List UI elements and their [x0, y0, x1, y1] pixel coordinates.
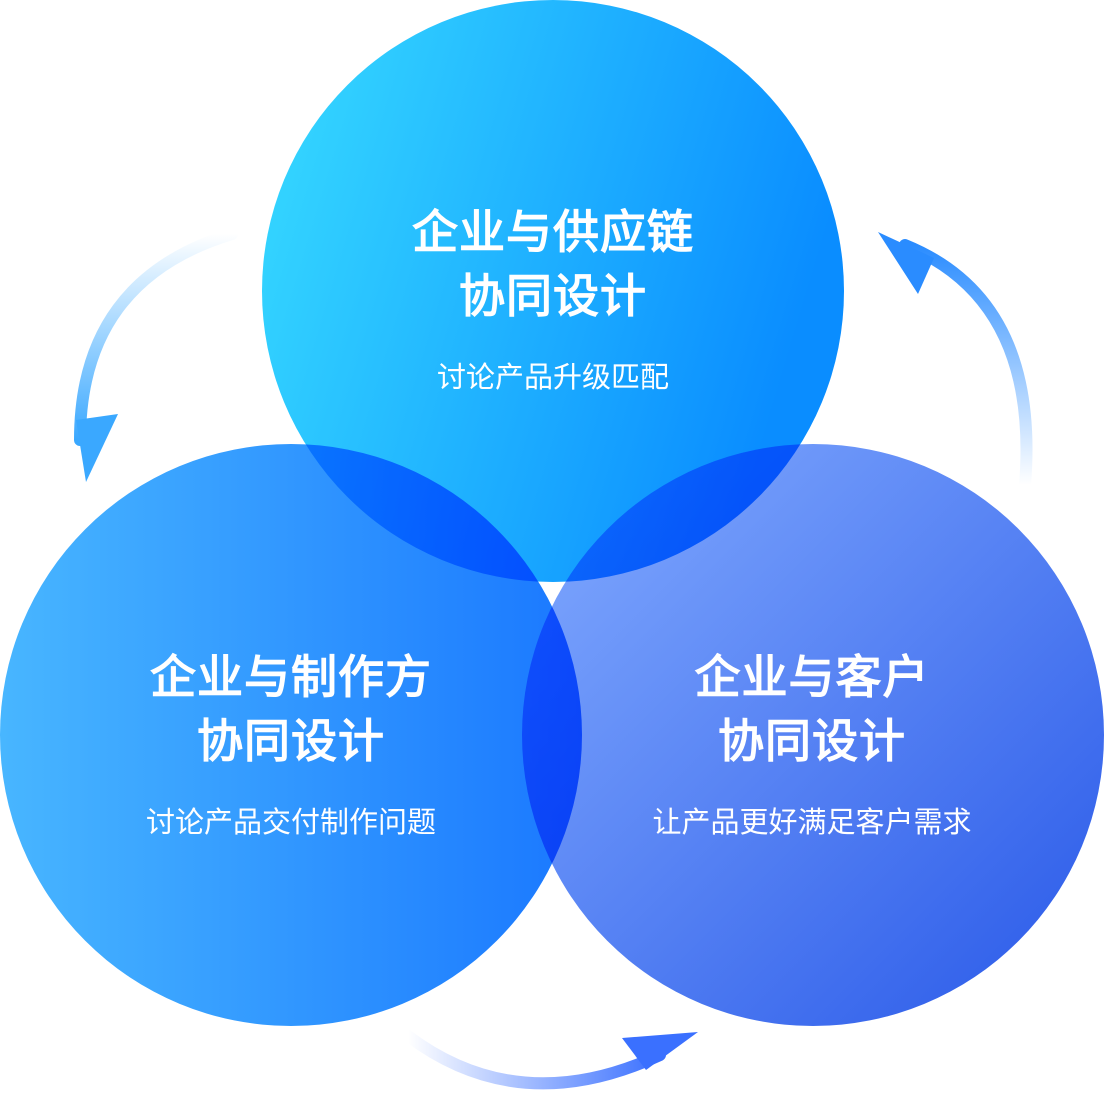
title-line2: 协同设计: [718, 714, 906, 768]
title-line2: 协同设计: [197, 714, 385, 768]
circle-customer: [522, 444, 1104, 1026]
subtitle: 讨论产品交付制作问题: [145, 805, 436, 839]
circle-label-manufacturer: 企业与制作方 协同设计 讨论产品交付制作问题: [91, 645, 491, 841]
circle-supply-chain: [262, 0, 844, 582]
arrow-left-icon: [74, 228, 238, 482]
subtitle: 讨论产品升级匹配: [436, 360, 669, 394]
arrow-right-icon: [878, 232, 1033, 491]
title-line1: 企业与制作方: [150, 650, 432, 704]
title-line1: 企业与供应链: [412, 205, 694, 259]
circle-manufacturer: [0, 444, 582, 1026]
circle-label-supply-chain: 企业与供应链 协同设计 讨论产品升级匹配: [353, 200, 753, 396]
arrow-bottom-icon: [402, 1030, 698, 1090]
subtitle: 让产品更好满足客户需求: [652, 805, 972, 839]
title-line2: 协同设计: [459, 269, 647, 323]
title-line1: 企业与客户: [694, 650, 930, 704]
circle-label-customer: 企业与客户 协同设计 让产品更好满足客户需求: [612, 645, 1012, 841]
